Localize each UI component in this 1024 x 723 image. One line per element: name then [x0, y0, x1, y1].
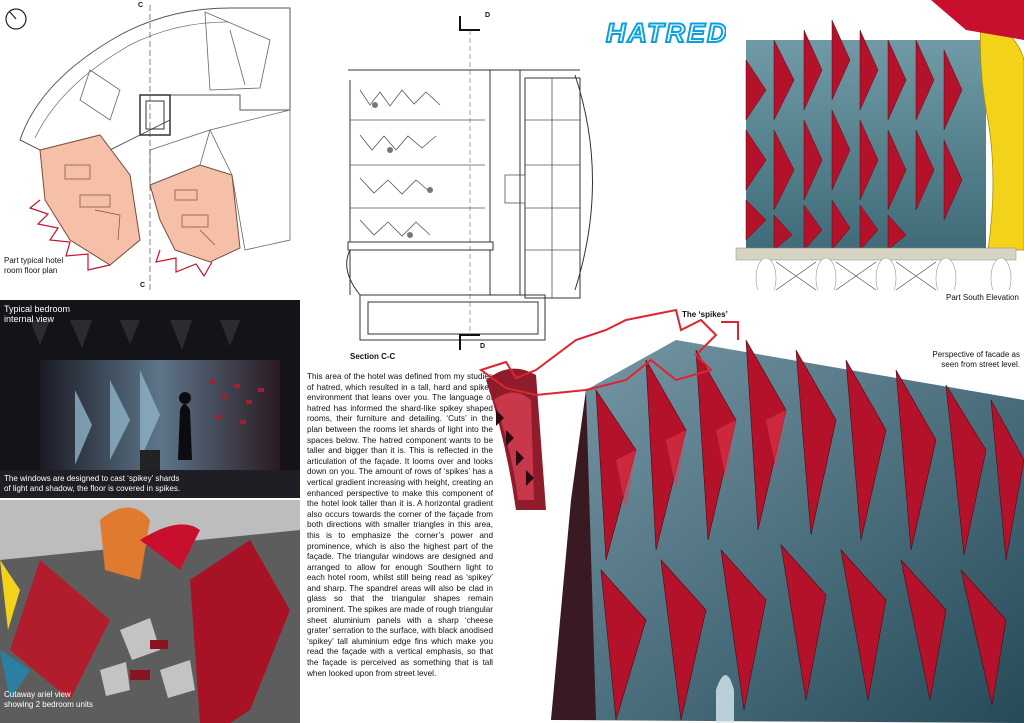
section-svg [346, 16, 593, 350]
floor-plan-caption: Part typical hotel room floor plan [4, 256, 64, 275]
section-mark-d-top: D [485, 12, 491, 19]
corner-svg [486, 368, 546, 510]
section-mark-c-top: C [138, 2, 144, 9]
south-elevation-render [726, 0, 1024, 290]
bedroom-svg [0, 320, 300, 498]
yellow-cladding [979, 19, 1024, 251]
corner-render [476, 360, 550, 515]
cutaway-render [0, 500, 300, 723]
section-mark-d-bottom: D [480, 343, 486, 350]
north-arrow-icon [5, 8, 27, 30]
facade-perspective-svg [478, 308, 1024, 723]
spikes-caption: The ‘spikes’ [682, 310, 728, 319]
hotel-room-right [149, 164, 241, 263]
floor-plan-svg [5, 5, 291, 290]
spikes-highlight-outline [478, 308, 718, 397]
floor-plan-drawing: C C [0, 0, 300, 296]
hotel-room-left [39, 134, 141, 266]
bedroom-title-caption: Typical bedroom internal view [4, 304, 71, 324]
project-title: HATRED [605, 17, 729, 49]
section-drawing: D D [330, 10, 600, 350]
cutaway-caption: Cutaway ariel view showing 2 bedroom uni… [4, 690, 93, 709]
cutaway-svg [0, 500, 300, 723]
bedroom-note-caption: The windows are designed to cast ‘spikey… [4, 474, 181, 493]
perspective-caption: Perspective of facade as seen from stree… [932, 350, 1020, 369]
facade-perspective-render [476, 300, 1024, 723]
south-elevation-svg [735, 0, 1024, 290]
description-text: This area of the hotel was defined from … [307, 372, 493, 678]
south-elevation-caption: Part South Elevation [946, 293, 1019, 302]
red-spike-wall [190, 540, 290, 723]
section-mark-c-bottom: C [140, 282, 146, 289]
bedroom-render [0, 300, 300, 498]
section-caption: Section C-C [350, 352, 396, 361]
